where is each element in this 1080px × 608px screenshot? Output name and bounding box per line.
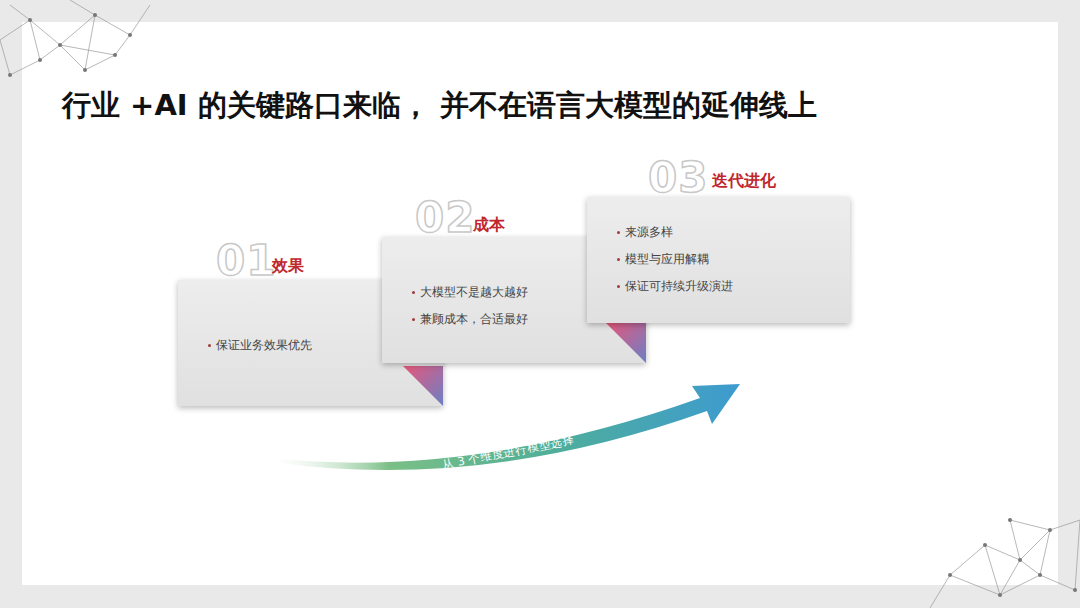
bullet-text: 兼顾成本，合适最好 [420, 312, 528, 326]
corner-fold [606, 323, 646, 363]
bullet-text: 模型与应用解耦 [625, 252, 709, 266]
corner-fold [403, 366, 443, 406]
step-heading: 成本 [473, 217, 505, 233]
slide-title: 行业 +AI 的关键路口来临， 并不在语言大模型的延伸线上 [62, 86, 817, 126]
step-box: 03迭代进化来源多样模型与应用解耦保证可持续升级演进 [587, 197, 850, 323]
bullet-row: 保证可持续升级演进 [625, 273, 840, 300]
bullet-text: 大模型不是越大越好 [420, 285, 528, 299]
bullet-row: 模型与应用解耦 [625, 246, 840, 273]
bullet-text: 保证可持续升级演进 [625, 279, 733, 293]
bullet-dot [617, 231, 620, 234]
bullet-text: 来源多样 [625, 225, 673, 239]
bullet-dot [412, 318, 415, 321]
step-heading: 效果 [272, 258, 304, 274]
network-dots [8, 13, 1077, 597]
bullet-dot [617, 285, 620, 288]
bullet-text: 保证业务效果优先 [216, 338, 312, 352]
bullet-dot [208, 344, 211, 347]
bullet-list: 来源多样模型与应用解耦保证可持续升级演进 [587, 197, 850, 300]
step-heading: 迭代进化 [712, 173, 776, 189]
bullet-dot [617, 258, 620, 261]
step-number: 02 [415, 197, 475, 239]
bullet-row: 来源多样 [625, 219, 840, 246]
step-number: 01 [216, 240, 276, 282]
step-number: 03 [648, 157, 708, 199]
arrow-label: 从 3 个维度进行模型选择 [441, 432, 576, 472]
bullet-dot [412, 291, 415, 294]
